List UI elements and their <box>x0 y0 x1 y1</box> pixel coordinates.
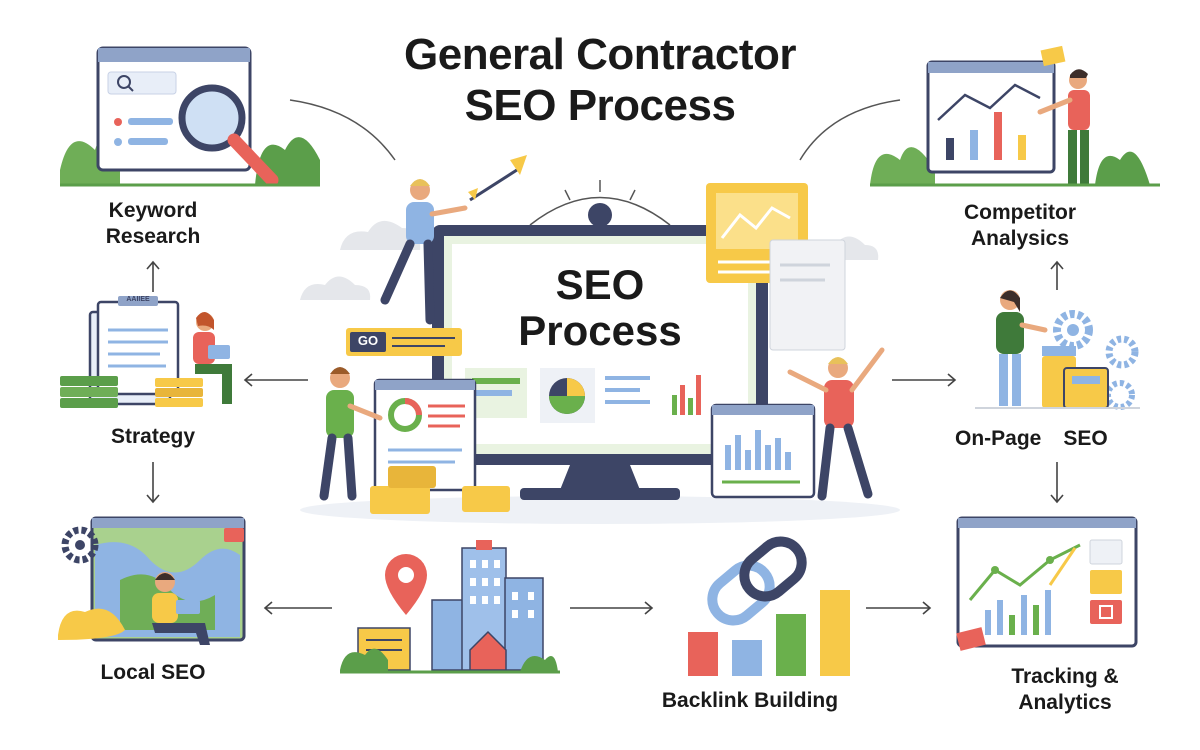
backlink-illustration <box>688 536 850 676</box>
strategy-illustration <box>60 296 232 408</box>
arrow-center-to-onpage <box>892 373 957 387</box>
flow-arrows <box>146 260 1064 615</box>
keyword-research-illustration <box>60 46 320 187</box>
gear-icon <box>61 526 99 564</box>
arrow-strategy-to-keyword <box>146 260 160 292</box>
label-on-page-b: SEO <box>1063 427 1108 450</box>
arrow-strategy-to-local <box>146 462 160 504</box>
competitor-analysis-illustration <box>870 45 1160 187</box>
label-strategy: Strategy <box>110 425 196 448</box>
label-keyword-research-line-2: Research <box>105 225 201 249</box>
go-button[interactable]: GO <box>357 333 379 348</box>
title-line-1: General Contractor <box>404 30 796 79</box>
map-pin-icon <box>385 554 427 615</box>
local-seo-illustration <box>58 516 246 645</box>
label-tracking-line-2: Analytics <box>1018 691 1112 715</box>
label-on-page-a: On-Page <box>955 427 1042 450</box>
arrow-buildings-to-backlink <box>570 601 654 615</box>
label-competitor-line-1: Competitor <box>964 201 1076 224</box>
center-screen-line-1: SEO <box>555 261 645 308</box>
city-buildings-illustration <box>340 540 560 674</box>
gear-icon-2 <box>1105 335 1139 369</box>
link-chain-icon <box>707 560 775 626</box>
label-keyword-research-line-1: Keyword <box>108 199 198 222</box>
label-backlink-building: Backlink Building <box>661 689 839 712</box>
arrow-center-to-strategy <box>243 373 308 387</box>
label-competitor-analysis: Competitor Analysics <box>940 200 1100 253</box>
center-illustration <box>300 155 900 524</box>
center-screen-line-2: Process <box>518 307 682 355</box>
title-line-2: SEO Process <box>464 80 736 130</box>
arrow-backlink-to-tracking <box>866 601 932 615</box>
label-local-seo: Local SEO <box>100 661 206 684</box>
connector-arc-left <box>289 99 396 161</box>
gear-icon-3 <box>1105 380 1135 410</box>
label-keyword-research: Keyword Research <box>78 198 228 251</box>
magnifier-icon <box>178 84 246 152</box>
arrow-onpage-to-competitor <box>1050 260 1064 290</box>
go-button-bg <box>350 332 386 352</box>
search-icon <box>117 75 131 89</box>
connector-arc-right <box>799 99 901 161</box>
tracking-analytics-illustration <box>956 516 1138 651</box>
arrow-buildings-to-local <box>263 601 332 615</box>
page-title: General Contractor SEO Process <box>300 30 900 131</box>
label-competitor-line-2: Analysics <box>970 227 1070 251</box>
label-on-page-seo: On-Page SEO <box>955 426 1165 452</box>
center-screen-title: SEO Process <box>470 261 730 355</box>
label-tracking-analytics: Tracking & Analytics <box>975 664 1155 717</box>
on-page-seo-illustration <box>975 290 1140 410</box>
label-tracking-line-1: Tracking & <box>1011 665 1119 688</box>
clipboard-text: AAIIEE <box>126 296 150 303</box>
arrow-onpage-to-tracking <box>1050 462 1064 504</box>
